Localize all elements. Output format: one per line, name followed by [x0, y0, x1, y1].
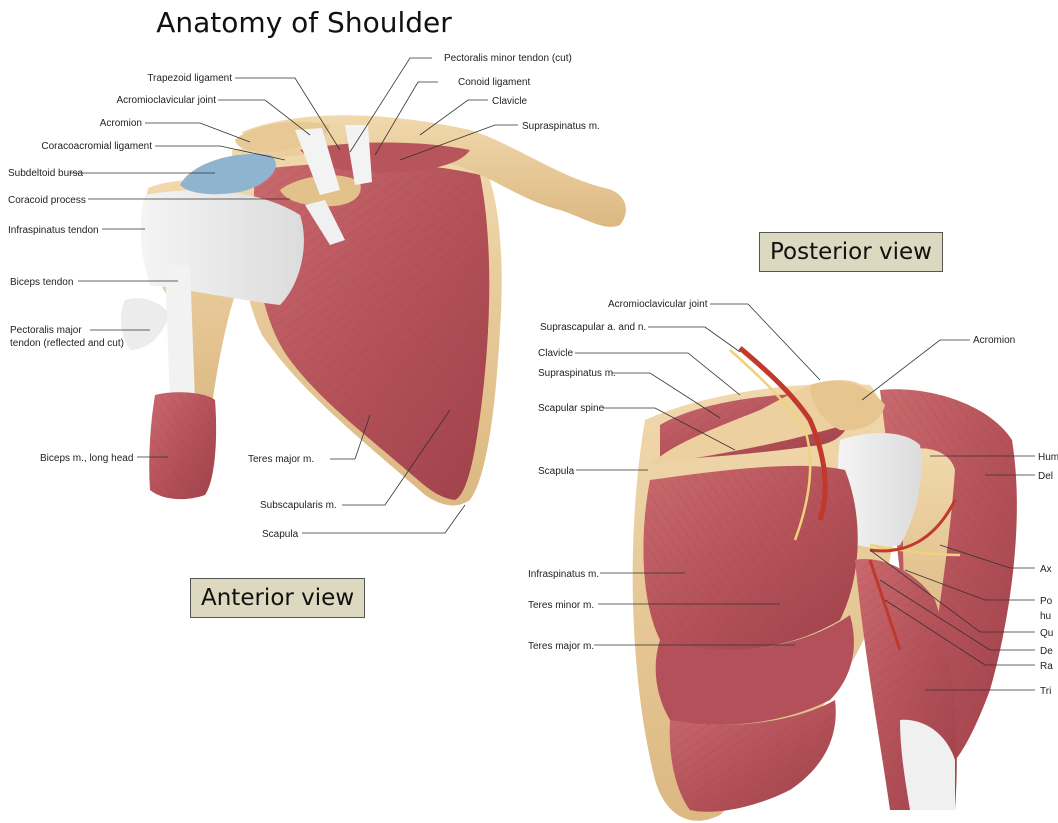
anterior-biceps-tendon	[165, 265, 195, 400]
anterior-pectoralis-tendon	[120, 298, 170, 350]
posterior-tendon-cuff	[837, 433, 922, 548]
posterior-illustration	[632, 346, 1017, 821]
anterior-subdeltoid-bursa	[180, 154, 276, 195]
label-teres-minor: Teres minor m.	[528, 600, 594, 611]
anterior-clavicle-bone	[242, 115, 626, 227]
label-clavicle: Clavicle	[492, 96, 527, 107]
posterior-suprascapular-vessels	[738, 346, 828, 521]
posterior-view-label: Posterior view	[759, 232, 943, 272]
label-clavicle-posterior: Clavicle	[538, 348, 573, 359]
label-acromioclavicular-joint: Acromioclavicular joint	[117, 95, 217, 106]
label-scapula-posterior: Scapula	[538, 466, 575, 477]
anterior-leader-lines	[70, 57, 518, 534]
posterior-leader-lines	[575, 303, 1035, 691]
label-coracoacromial-ligament: Coracoacromial ligament	[41, 141, 152, 152]
label-coracoid-process: Coracoid process	[8, 195, 86, 206]
anterior-view-label: Anterior view	[190, 578, 366, 618]
anterior-labels: Pectoralis minor tendon (cut) Trapezoid …	[8, 53, 600, 540]
label-quadrangular: Qu	[1040, 628, 1053, 639]
label-scapula: Scapula	[262, 529, 299, 540]
label-pectoralis-major-2: tendon (reflected and cut)	[10, 338, 124, 349]
label-pectoralis-minor-tendon: Pectoralis minor tendon (cut)	[444, 53, 572, 64]
label-posterior-humeral: Po	[1040, 596, 1053, 607]
label-suprascapular: Suprascapular a. and n.	[540, 322, 646, 333]
label-infraspinatus-tendon: Infraspinatus tendon	[8, 225, 99, 236]
label-teres-major: Teres major m.	[248, 454, 314, 465]
label-teres-major-posterior: Teres major m.	[528, 641, 594, 652]
posterior-teres-minor-muscle	[655, 615, 854, 725]
label-triceps: Tri	[1040, 686, 1051, 697]
label-conoid-ligament: Conoid ligament	[458, 77, 530, 88]
label-biceps-tendon: Biceps tendon	[10, 277, 73, 288]
label-supraspinatus-posterior: Supraspinatus m.	[538, 368, 616, 379]
label-supraspinatus: Supraspinatus m.	[522, 121, 600, 132]
label-axillary: Ax	[1040, 564, 1052, 575]
label-acromion: Acromion	[100, 118, 142, 129]
posterior-labels: Acromioclavicular joint Suprascapular a.…	[528, 299, 1058, 697]
label-deltoid: Del	[1038, 471, 1053, 482]
label-trapezoid-ligament: Trapezoid ligament	[147, 73, 232, 84]
label-pectoralis-major: Pectoralis major	[10, 325, 82, 336]
page-title: Anatomy of Shoulder	[156, 6, 452, 39]
label-acromioclavicular-joint-posterior: Acromioclavicular joint	[608, 299, 708, 310]
label-infraspinatus: Infraspinatus m.	[528, 569, 599, 580]
label-biceps-long-head: Biceps m., long head	[40, 453, 133, 464]
label-radial: Ra	[1040, 661, 1053, 672]
label-scapular-spine: Scapular spine	[538, 403, 605, 414]
label-deltoid-branch: De	[1040, 646, 1053, 657]
anterior-ligaments	[295, 128, 340, 195]
label-subscapularis: Subscapularis m.	[260, 500, 337, 511]
label-acromion-posterior: Acromion	[973, 335, 1015, 346]
label-subdeltoid-bursa: Subdeltoid bursa	[8, 168, 83, 179]
anterior-illustration	[120, 115, 626, 506]
label-posterior-humeral-2: hu	[1040, 611, 1051, 622]
label-humerus: Hum	[1038, 452, 1058, 463]
